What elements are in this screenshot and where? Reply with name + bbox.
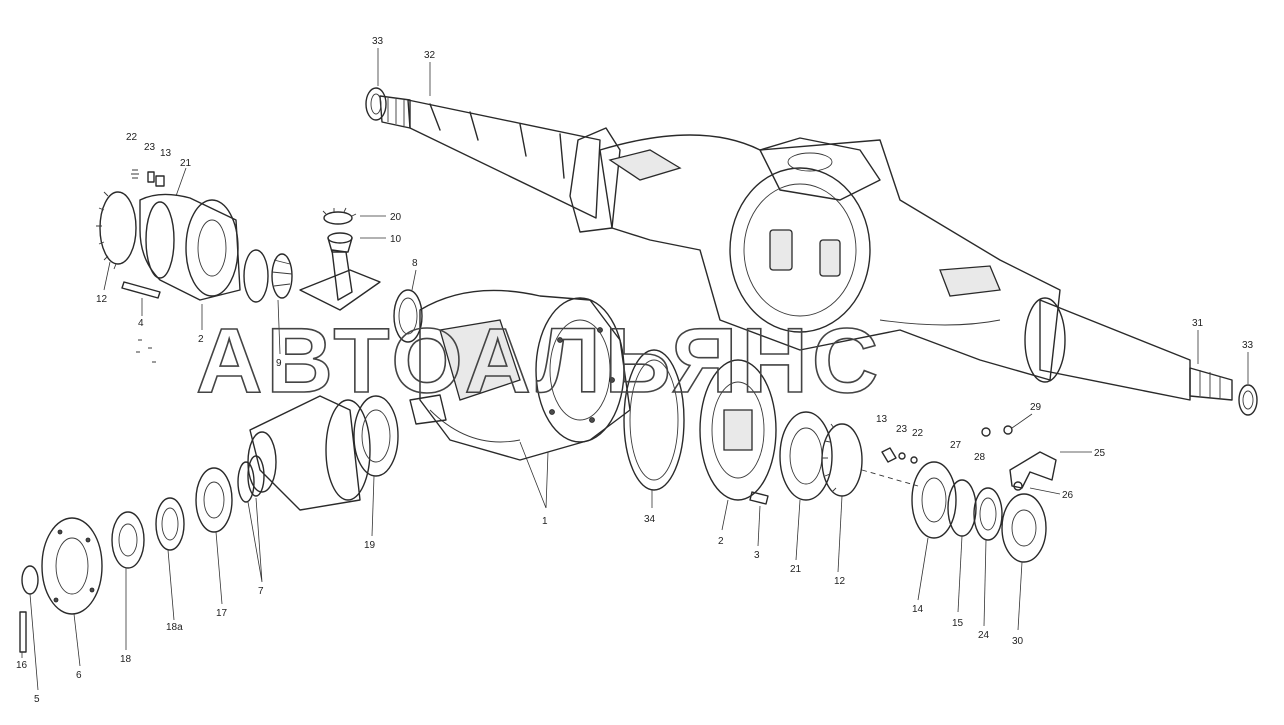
callout-10: 10 [390,234,402,245]
callout-23-left: 23 [144,142,156,153]
callout-12-right: 12 [834,576,846,587]
axle-housing [379,95,1233,401]
callout-28: 28 [974,452,986,463]
callout-21-right: 21 [790,564,802,575]
differential-housing [409,289,631,461]
callout-18a: 18a [166,622,183,633]
callout-31: 31 [1192,318,1204,329]
callout-26: 26 [1062,490,1074,501]
callout-14: 14 [912,604,924,615]
callout-13-right: 13 [876,414,888,425]
callout-8: 8 [412,258,418,269]
callout-21-left: 21 [180,158,192,169]
seal-ring-left [365,87,387,121]
callout-17: 17 [216,608,228,619]
callout-6: 6 [76,670,82,681]
callout-19: 19 [364,540,376,551]
callout-25: 25 [1094,448,1106,459]
callout-23-right: 23 [896,424,908,435]
callout-29: 29 [1030,402,1042,413]
right-hub-assembly [623,349,1057,563]
callout-labels: 33 32 22 23 13 21 20 10 8 12 4 2 9 31 33… [16,36,1254,705]
callout-32-left: 32 [424,50,436,61]
callout-12-left: 12 [96,294,108,305]
callout-2-left: 2 [198,334,204,345]
callout-1: 1 [542,516,548,527]
leader-lines [21,48,1249,691]
callout-33-left: 33 [372,36,384,47]
callout-22-right: 22 [912,428,924,439]
callout-24: 24 [978,630,990,641]
callout-33-right: 33 [1242,340,1254,351]
left-hub-assembly [96,169,423,363]
pinion-cone-assembly [19,395,399,653]
callout-15: 15 [952,618,964,629]
callout-30: 30 [1012,636,1024,647]
callout-18: 18 [120,654,132,665]
callout-7: 7 [258,586,264,597]
callout-27: 27 [950,440,962,451]
callout-9: 9 [276,358,282,369]
callout-34: 34 [644,514,656,525]
seal-ring-right [1238,384,1258,416]
callout-4: 4 [138,318,144,329]
callout-16: 16 [16,660,28,671]
callout-20: 20 [390,212,402,223]
callout-13-left: 13 [160,148,172,159]
callout-3: 3 [754,550,760,561]
watermark-text: АВТОАЛЬЯНС [196,310,882,412]
callout-2-right: 2 [718,536,724,547]
callout-22-left: 22 [126,132,138,143]
callout-5: 5 [34,694,40,705]
